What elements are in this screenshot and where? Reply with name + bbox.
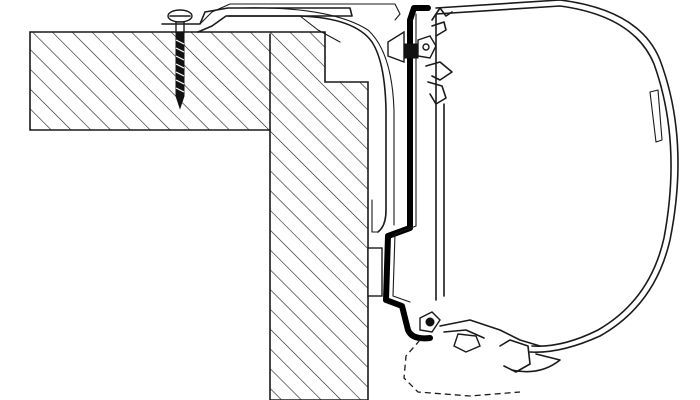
clip-icon	[425, 61, 453, 105]
lower-clamp	[419, 311, 561, 373]
nut-icon	[417, 35, 437, 59]
upper-clamp	[387, 7, 453, 64]
awning-cassette	[435, 0, 679, 353]
roof-rail-profile	[161, 3, 401, 233]
spacer-block	[367, 247, 383, 297]
screw-icon	[167, 9, 193, 110]
hidden-profile-outline	[403, 339, 521, 397]
vehicle-wall-section	[29, 31, 369, 400]
roof-slab	[29, 31, 369, 400]
adapter-profile	[383, 5, 433, 342]
